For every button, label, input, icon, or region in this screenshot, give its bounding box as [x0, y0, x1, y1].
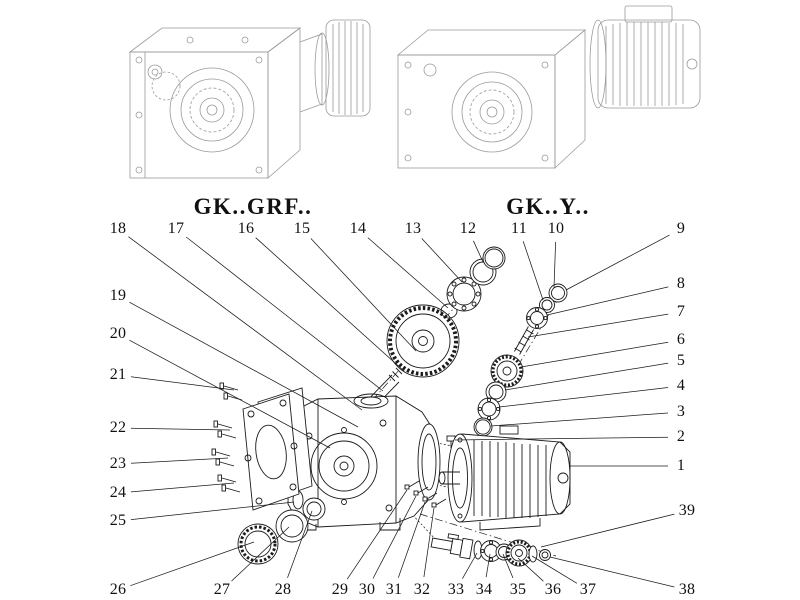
flange-screws-drawing	[211, 382, 243, 493]
part-number-25: 25	[109, 512, 127, 529]
input-shaft-assembly-drawing	[354, 246, 506, 420]
leader-line-13	[421, 238, 463, 283]
leader-lines	[128, 234, 675, 588]
leader-line-28	[287, 510, 313, 578]
part-number-19: 19	[109, 287, 127, 304]
part-number-33: 33	[447, 581, 465, 598]
leader-line-39	[540, 513, 675, 548]
part-number-12: 12	[459, 220, 477, 237]
leader-line-34	[485, 553, 491, 578]
leader-line-4	[498, 387, 669, 408]
leader-line-3	[490, 412, 669, 427]
leader-line-29	[346, 489, 408, 580]
part-number-27: 27	[213, 581, 231, 598]
model-label-gk-grf: GK..GRF..	[193, 194, 313, 219]
motor-bolts-drawing	[404, 480, 447, 508]
part-number-2: 2	[676, 428, 686, 445]
leader-line-25	[130, 501, 295, 520]
part-number-35: 35	[509, 581, 527, 598]
leader-line-10	[553, 241, 556, 289]
part-number-14: 14	[349, 220, 367, 237]
part-number-9: 9	[676, 220, 686, 237]
part-number-30: 30	[358, 581, 376, 598]
gearbox-y-drawing	[396, 5, 701, 169]
leader-line-23	[130, 457, 229, 464]
leader-line-22	[130, 427, 231, 431]
part-number-7: 7	[676, 303, 686, 320]
part-number-37: 37	[579, 581, 597, 598]
leader-line-31	[397, 501, 426, 578]
leader-line-26	[130, 541, 255, 587]
part-number-6: 6	[676, 331, 686, 348]
leader-line-8	[546, 286, 669, 316]
part-number-16: 16	[237, 220, 255, 237]
part-number-20: 20	[109, 325, 127, 342]
leader-line-6	[520, 341, 669, 368]
leader-line-17	[185, 236, 384, 392]
leader-line-9	[565, 234, 670, 291]
pinion-assembly-drawing	[473, 283, 568, 437]
leader-line-32	[423, 507, 435, 578]
leader-line-15	[310, 238, 417, 352]
part-number-26: 26	[109, 581, 127, 598]
leader-line-16	[255, 237, 405, 372]
part-number-21: 21	[109, 366, 127, 383]
part-number-24: 24	[109, 484, 127, 501]
leader-line-12	[473, 240, 484, 263]
part-number-34: 34	[475, 581, 493, 598]
leader-line-38	[549, 556, 675, 588]
part-number-11: 11	[510, 220, 528, 237]
leader-line-30	[372, 495, 417, 579]
part-number-23: 23	[109, 455, 127, 472]
housing-drawing	[287, 393, 441, 531]
part-number-38: 38	[678, 581, 696, 598]
part-number-29: 29	[331, 581, 349, 598]
part-number-32: 32	[413, 581, 431, 598]
part-number-15: 15	[293, 220, 311, 237]
motor-drawing	[438, 425, 571, 531]
part-number-36: 36	[544, 581, 562, 598]
leader-line-7	[527, 313, 669, 338]
part-number-17: 17	[167, 220, 185, 237]
leader-line-5	[504, 362, 669, 391]
leader-line-11	[522, 241, 544, 301]
part-number-39: 39	[678, 502, 696, 519]
part-number-8: 8	[676, 275, 686, 292]
leader-line-24	[130, 482, 235, 493]
leader-line-36	[517, 557, 544, 582]
part-number-18: 18	[109, 220, 127, 237]
model-label-gk-y: GK..Y..	[506, 194, 590, 219]
leader-line-21	[130, 376, 235, 391]
leader-line-20	[129, 339, 331, 449]
leader-line-27	[231, 526, 290, 582]
part-number-13: 13	[404, 220, 422, 237]
leader-line-37	[531, 555, 578, 584]
leader-line-19	[129, 301, 359, 428]
leader-line-33	[462, 552, 478, 579]
part-number-10: 10	[547, 220, 565, 237]
gearbox-grf-drawing	[128, 19, 371, 179]
part-number-3: 3	[676, 403, 686, 420]
part-number-28: 28	[274, 581, 292, 598]
output-shaft-assembly-drawing	[430, 533, 551, 567]
part-number-22: 22	[109, 419, 127, 436]
leader-line-18	[128, 236, 363, 411]
part-number-1: 1	[676, 457, 686, 474]
part-number-4: 4	[676, 377, 686, 394]
seal-rings-drawing	[237, 497, 326, 565]
part-number-31: 31	[385, 581, 403, 598]
leader-line-35	[502, 553, 514, 579]
leader-line-2	[454, 436, 669, 441]
leader-line-14	[367, 237, 449, 309]
part-number-5: 5	[676, 352, 686, 369]
